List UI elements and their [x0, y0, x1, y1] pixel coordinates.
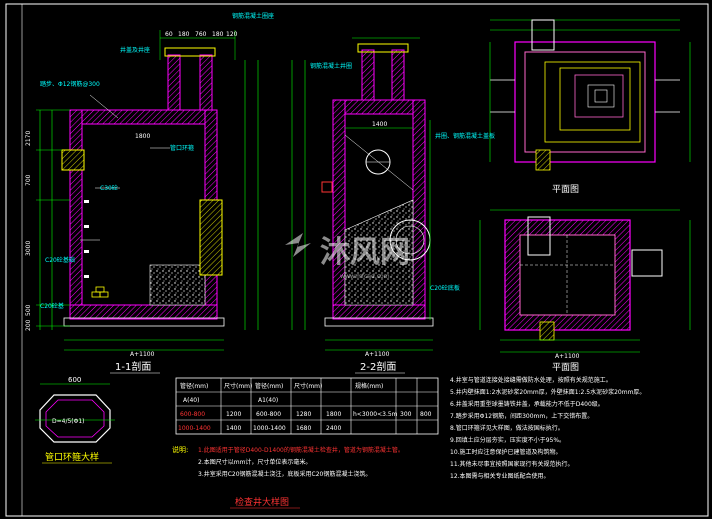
dim-1-1-width: 1800 [135, 133, 150, 140]
section-1-1-title: 1-1剖面 [115, 360, 151, 373]
dim-plan-bottom: A+1100 [555, 353, 580, 360]
dim-side-2: 700 [25, 174, 32, 186]
detail-formula: D=4/5(Φ1) [52, 418, 85, 425]
table-cell-r0c2: A1(40) [258, 397, 278, 404]
callout-10: C20砼基 [40, 302, 64, 310]
table-cell-r0c0: A(40) [183, 397, 199, 404]
table-header-4: 尺寸(mm) [294, 382, 322, 390]
note-right-3: 6.井盖采用重型球墨铸铁井盖，承载能力不低于D400级。 [450, 400, 604, 408]
callout-5: C30砼 [100, 184, 118, 192]
dim-side-1: 2170 [25, 131, 32, 146]
sheet-title: 检查井大样图 [235, 496, 289, 508]
note-right-4: 7.踏步采用Φ12钢筋，间距300mm，上下交错布置。 [450, 412, 593, 420]
callout-9: C20砼底板 [430, 284, 460, 292]
watermark-text: 沐风网 [320, 235, 410, 270]
note-right-5: 8.管口环箍详见大样图，做法按国标执行。 [450, 424, 564, 432]
callout-6: 管口环箍 [170, 144, 194, 152]
table-cell-r1c6: 800 [420, 411, 432, 418]
dim-2-2-width: 1400 [372, 121, 387, 128]
dim-side-5: 200 [25, 319, 32, 331]
callout-1: 钢筋混凝土圈座 [232, 12, 274, 20]
section-2-2 [291, 37, 434, 351]
table-cell-r2c4: 2400 [326, 425, 341, 432]
table-cell-r1c5: 300 [400, 411, 412, 418]
note-right-9: 12.本图需与相关专业图纸配合使用。 [450, 472, 550, 480]
table-cell-r1c0: 600-800 [180, 411, 205, 418]
table-merged-label: h<3000<3.5m [353, 411, 398, 418]
table-cell-r2c1: 1400 [226, 425, 241, 432]
note-right-6: 9.回填土应分层夯实，压实度不小于95%。 [450, 436, 565, 444]
note-left-2: 2.本图尺寸以mm计，尺寸单位表示毫米。 [198, 458, 311, 466]
dim-top-1: 60 [165, 31, 173, 38]
dim-side-3: 3000 [25, 241, 32, 256]
dim-top-3: 760 [195, 31, 207, 38]
note-right-8: 11.其他未尽事宜按照国家现行有关规范执行。 [450, 460, 574, 468]
callout-7: C20砼基础 [45, 256, 75, 264]
dim-top-5: 120 [226, 31, 238, 38]
note-left-1: 1.此图适用于管径D400-D1400的钢筋混凝土检查井，管道为钢筋混凝土管。 [198, 446, 404, 454]
dim-2-2-bottom: A+1100 [365, 351, 390, 358]
callout-2: 井盖及井座 [120, 46, 150, 54]
table-cell-r1c1: 1200 [226, 411, 241, 418]
table-cell-r2c3: 1680 [296, 425, 311, 432]
plan-1-title: 平面图 [552, 184, 579, 195]
plan-2-title: 平面图 [552, 362, 579, 373]
dim-top-2: 180 [178, 31, 190, 38]
note-right-7: 10.施工时应注意保护已建管道及构筑物。 [450, 448, 562, 456]
drawing-frame [5, 3, 709, 517]
dim-side-4: 500 [25, 304, 32, 316]
table-header-2: 尺寸(mm) [224, 382, 252, 390]
callout-4: 钢筋混凝土井圈 [310, 62, 352, 70]
note-right-2: 5.井内壁抹面1:2水泥砂浆20mm厚，外壁抹面1:2.5水泥砂浆20mm厚。 [450, 388, 645, 396]
table-header-1: 管径(mm) [180, 382, 208, 390]
table-cell-r1c4: 1800 [326, 411, 341, 418]
section-2-2-title: 2-2剖面 [360, 360, 396, 373]
spec-table [175, 377, 439, 435]
watermark-url: www.mfcad.com [340, 273, 390, 280]
dim-top-4: 180 [212, 31, 224, 38]
note-left-3: 3.井室采用C20钢筋混凝土浇注，底板采用C20钢筋混凝土浇筑。 [198, 470, 371, 478]
callout-3: 踏步、Φ12钢筋@300 [40, 80, 100, 88]
section-1-1 [36, 30, 259, 351]
table-header-5: 规格(mm) [355, 382, 383, 390]
dim-1-1-bottom: A+1100 [130, 351, 155, 358]
notes-label: 说明: [172, 445, 188, 454]
note-right-1: 4.井室与管道连接处接缝需做防水处理，按照有关规范施工。 [450, 376, 612, 384]
detail-title: 管口环箍大样 [45, 451, 99, 463]
callout-8: 井圈、钢筋混凝土盖板 [435, 132, 495, 140]
table-cell-r2c2: 1000-1400 [253, 425, 286, 432]
table-cell-r1c3: 1280 [296, 411, 311, 418]
table-header-3: 管径(mm) [255, 382, 283, 390]
manhole-cover-detail [35, 383, 115, 443]
detail-600: 600 [68, 376, 81, 384]
watermark: 沐风网 www.mfcad.com [285, 233, 410, 280]
table-cell-r2c0: 1000-1400 [178, 425, 211, 432]
watermark-logo-icon [285, 233, 311, 257]
plan-view-2 [479, 209, 691, 353]
table-cell-r1c2: 600-800 [256, 411, 281, 418]
plan-view-1 [489, 19, 691, 171]
